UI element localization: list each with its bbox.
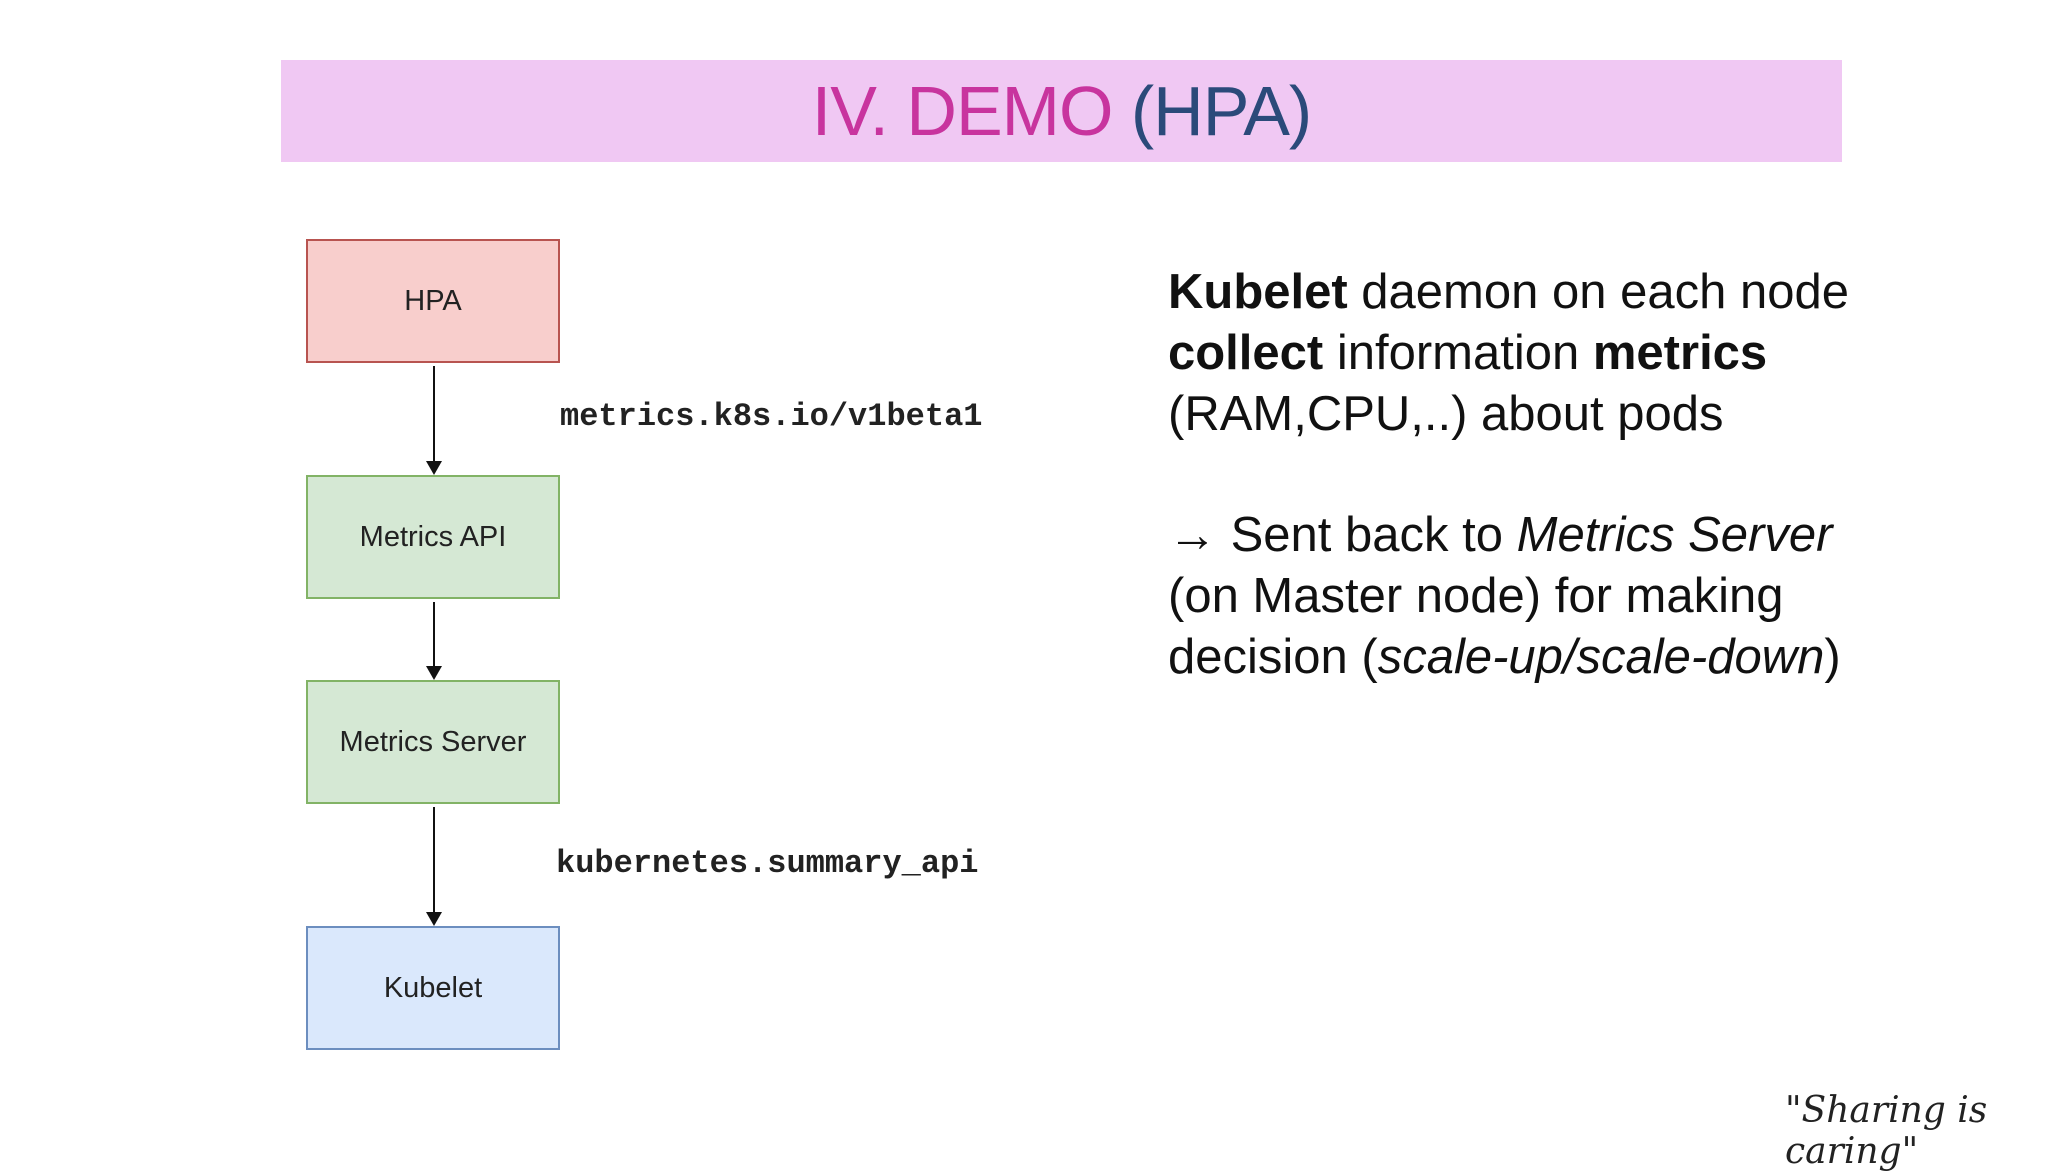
arrow-line (433, 602, 435, 668)
hpa-box: HPA (306, 239, 560, 363)
arrow-head (426, 666, 442, 680)
edge-label-summary-api: kubernetes.summary_api (556, 845, 979, 882)
slide-title: IV. DEMO (HPA) (811, 71, 1312, 151)
metrics-api-box: Metrics API (306, 475, 560, 599)
text: decision ( (1168, 630, 1378, 684)
arrow-head (426, 912, 442, 926)
arrow-icon: → (1168, 508, 1217, 562)
text: information (1323, 326, 1593, 380)
title-banner: IV. DEMO (HPA) (281, 60, 1842, 162)
arrow-line (433, 807, 435, 914)
text: (on Master node) for making (1168, 569, 1784, 623)
edge-label-metrics-api: metrics.k8s.io/v1beta1 (560, 398, 983, 435)
kubelet-box: Kubelet (306, 926, 560, 1050)
metrics-server-box: Metrics Server (306, 680, 560, 804)
arrow-line (433, 366, 435, 464)
italic-scale: scale-up/scale-down (1377, 630, 1825, 684)
text: daemon on each node (1347, 265, 1849, 319)
bold-metrics: metrics (1592, 326, 1768, 380)
paragraph-2: → Sent back to Metrics Server (on Master… (1168, 505, 1841, 688)
title-main: IV. DEMO (811, 72, 1131, 150)
text: (RAM,CPU,..) about pods (1168, 387, 1724, 441)
text: ) (1824, 630, 1841, 684)
arrow-head (426, 461, 442, 475)
signature: "Sharing is caring" (1785, 1090, 1988, 1172)
text: Sent back to (1217, 508, 1517, 562)
italic-metrics-server: Metrics Server (1516, 508, 1833, 562)
paragraph-1: Kubelet daemon on each node collect info… (1168, 262, 1849, 445)
bold-kubelet: Kubelet (1168, 265, 1348, 319)
bold-collect: collect (1168, 326, 1324, 380)
title-hpa: (HPA) (1130, 72, 1312, 150)
